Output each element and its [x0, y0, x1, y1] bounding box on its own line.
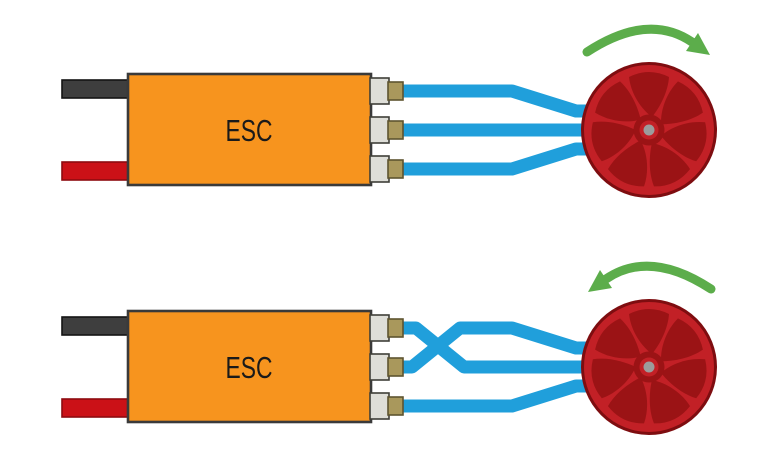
connector-pin — [387, 120, 404, 140]
motor — [581, 62, 717, 198]
connector-pin — [387, 81, 404, 101]
arrow-head — [686, 33, 710, 55]
bullet-connector — [369, 353, 404, 381]
connector-housing — [369, 353, 390, 381]
phase-wire-top — [400, 84, 594, 118]
connector-housing — [369, 116, 390, 144]
rotate-counterclockwise-arrow-icon — [588, 261, 716, 294]
motor-shaft — [643, 361, 655, 373]
circuit-bottom: ESC — [61, 261, 717, 435]
connector-pin — [387, 357, 404, 377]
battery-wire-black — [61, 316, 130, 336]
connector-housing — [369, 392, 390, 420]
esc-label: ESC — [226, 113, 273, 148]
bullet-connector — [369, 314, 404, 342]
connector-housing — [369, 155, 390, 183]
circuit-top: ESC — [61, 24, 717, 198]
connector-pin — [387, 396, 404, 416]
connector-pin — [387, 318, 404, 338]
esc-label: ESC — [226, 350, 273, 385]
bullet-connector — [369, 155, 404, 183]
connector-housing — [369, 314, 390, 342]
rotate-clockwise-arrow-icon — [582, 24, 710, 57]
bullet-connector — [369, 116, 404, 144]
bullet-connector — [369, 392, 404, 420]
arrow-arc — [601, 261, 716, 294]
battery-wire-red — [61, 161, 130, 181]
motor-shaft — [643, 124, 655, 136]
arrow-arc — [582, 24, 697, 57]
connector-housing — [369, 77, 390, 105]
phase-wire-bottom — [400, 379, 594, 413]
arrow-head — [588, 270, 612, 292]
bullet-connector — [369, 77, 404, 105]
motor — [581, 299, 717, 435]
battery-wire-red — [61, 398, 130, 418]
connector-pin — [387, 159, 404, 179]
phase-wire-crossed-down — [400, 321, 594, 374]
phase-wire-bottom — [400, 142, 594, 176]
battery-wire-black — [61, 79, 130, 99]
phase-wire-crossed-up — [400, 321, 594, 374]
